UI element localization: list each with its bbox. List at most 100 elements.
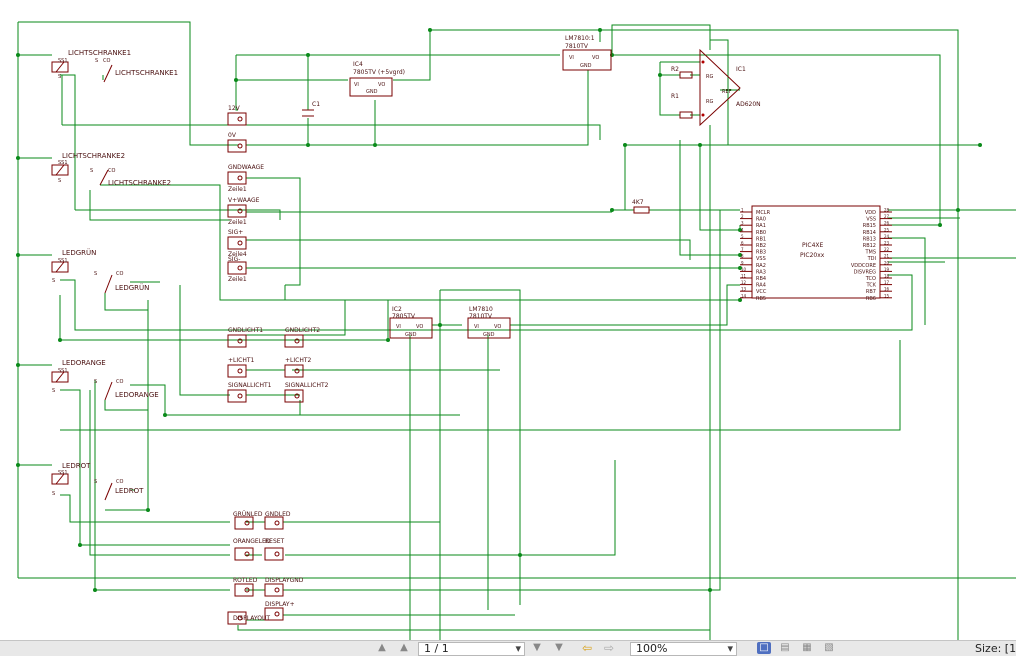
reg-pin-gnd: GND — [405, 332, 417, 338]
resistor-r1[interactable]: R1 — [671, 93, 693, 119]
contact-ledrot-label: LEDROT — [115, 487, 144, 495]
contact-lichtschranke2[interactable]: S CO LICHTSCHRANKE2 — [90, 168, 171, 187]
reg-pin-vo: VO — [592, 55, 599, 61]
pic-left-pins: MCLR1RA02RA13RB04RB15RB26RB37VSS8RA29RA3… — [740, 208, 771, 302]
pic-value: PIC20xx — [800, 252, 825, 259]
connector-signallicht2-label: SIGNALLICHT2 — [285, 382, 329, 389]
pic-pin-number: 13 — [741, 287, 747, 292]
relay-ledrot[interactable]: LEDROT SS1 S — [51, 462, 91, 497]
pic-pin-name: RB12 — [863, 243, 876, 249]
connector-0v-label: 0V — [228, 132, 237, 139]
pic-pin-number: 27 — [884, 214, 890, 219]
page-indicator-field[interactable]: 1 / 1 ▾ — [418, 642, 525, 656]
opamp-rg-label: RG — [706, 74, 713, 80]
pic-pin-number: 22 — [884, 247, 890, 252]
zoom-level: 100% — [636, 642, 668, 655]
contact-pin-label: CO — [103, 58, 110, 64]
microcontroller-pic[interactable]: PIC4XE PIC20xx MCLR1RA02RA13RB04RB15RB26… — [740, 205, 892, 302]
connector-0v[interactable]: 0V — [227, 132, 247, 153]
regulator-lm7810[interactable]: LM7810 7810TV VI VO GND — [467, 306, 511, 339]
connector-signallicht1-label: SIGNALLICHT1 — [228, 382, 272, 389]
connector-gndwaage[interactable]: GNDWAAGE Zeile1 — [227, 164, 264, 193]
connector-12v[interactable]: 12V — [227, 105, 247, 126]
connector-displaygnd-label: DISPLAYGND — [265, 577, 304, 584]
relay-ledgruen[interactable]: LEDGRÜN SS1 S — [51, 248, 96, 284]
reg-pin-vo: VO — [416, 324, 423, 330]
continuous-view-icon[interactable]: ▤ — [780, 642, 790, 653]
capacitor-c1[interactable]: C1 — [302, 101, 320, 117]
connector-gndled[interactable]: GNDLED — [264, 511, 291, 530]
ic1-value: AD620N — [736, 101, 761, 108]
pic-pin-number: 6 — [741, 241, 744, 246]
regulator-lm7810-1[interactable]: LM7810:1 7810TV VI VO GND — [562, 35, 612, 71]
lm7810-1-value: 7810TV — [565, 43, 589, 50]
pic-pin-number: 2 — [741, 214, 744, 219]
facing-continuous-view-icon[interactable]: ▧ — [824, 642, 834, 653]
connector-pluslicht1[interactable]: +LICHT1 — [227, 357, 255, 378]
contact-ledrot[interactable]: S CO LEDROT — [94, 479, 144, 501]
relay-lichtschranke1[interactable]: LICHTSCHRANKE1 SS1 S — [51, 49, 131, 80]
contact-lichtschranke1[interactable]: S CO LICHTSCHRANKE1 — [95, 58, 178, 83]
connector-orangeled[interactable]: ORANGELED — [233, 538, 271, 561]
connector-sigminus[interactable]: SIG- Zeile1 — [227, 256, 247, 283]
last-page-icon[interactable]: ▼ — [555, 642, 563, 653]
connector-gndwaage-label: GNDWAAGE — [228, 164, 264, 171]
connector-vwaage[interactable]: V+WAAGE Zeile1 — [227, 197, 260, 226]
connector-gndlicht1[interactable]: GNDLICHT1 — [227, 327, 263, 348]
regulator-ic2[interactable]: IC2 7805TV VI VO GND — [389, 306, 433, 339]
prev-page-icon[interactable]: ▲ — [400, 642, 408, 653]
connector-pluslicht2[interactable]: +LICHT2 — [284, 357, 312, 378]
facing-view-icon[interactable]: ▦ — [802, 642, 812, 653]
connector-gruenled[interactable]: GRÜNLED — [233, 511, 263, 530]
ledrot-label: LEDROT — [62, 462, 91, 470]
pic-pin-name: RB0 — [756, 230, 766, 236]
connector-rotled[interactable]: ROTLED — [233, 577, 258, 597]
pic-pin-name: RB15 — [863, 223, 876, 229]
pic-pin-name: TDI — [867, 256, 876, 262]
first-page-icon[interactable]: ▲ — [378, 642, 386, 653]
pic-pin-number: 8 — [741, 254, 744, 259]
pic-pin-name: RB7 — [866, 289, 876, 295]
pic-pin-number: 18 — [884, 274, 890, 279]
zoom-field[interactable]: 100% ▾ — [630, 642, 737, 656]
resistor-r2[interactable]: R2 — [671, 66, 693, 79]
back-arrow-icon[interactable]: ⇦ — [581, 641, 593, 655]
ic2-value: 7805TV — [392, 313, 416, 320]
pic-pin-number: 5 — [741, 234, 744, 239]
connector-signallicht1[interactable]: SIGNALLICHT1 — [227, 382, 272, 403]
next-page-icon[interactable]: ▼ — [533, 642, 541, 653]
forward-arrow-icon[interactable]: ⇨ — [603, 641, 615, 655]
pic-pin-number: 11 — [741, 274, 747, 279]
pic-pin-name: VSS — [756, 256, 766, 262]
contact-lichtschranke2-label: LICHTSCHRANKE2 — [108, 179, 171, 187]
r4k7-value: 4K7 — [632, 199, 644, 206]
relay-pin-label: S — [52, 388, 55, 394]
contact-ledgruen[interactable]: S CO LEDGRÜN — [94, 271, 149, 294]
contact-lichtschranke1-label: LICHTSCHRANKE1 — [115, 69, 178, 77]
pic-pin-name: VDDCORE — [851, 263, 876, 269]
connector-displayout[interactable]: DISPLAYOUT — [227, 611, 270, 625]
connector-reset[interactable]: RESET — [264, 538, 285, 561]
pic-pin-name: RB4 — [756, 276, 766, 282]
reg-pin-gnd: GND — [483, 332, 495, 338]
relay-ledorange[interactable]: LEDORANGE SS1 S — [51, 359, 106, 394]
connector-displayplus[interactable]: DISPLAY+ — [264, 601, 295, 621]
regulator-ic4[interactable]: IC4 7805TV (+5vgrd) VI VO GND — [349, 61, 405, 97]
pic-pin-number: 9 — [741, 260, 744, 265]
contact-ledorange[interactable]: S CO LEDORANGE — [94, 379, 159, 401]
connector-zeile1-label: Zeile1 — [228, 219, 247, 226]
page-indicator: 1 / 1 — [424, 642, 449, 655]
connector-gndlicht2[interactable]: GNDLICHT2 — [284, 327, 320, 348]
connector-signallicht2[interactable]: SIGNALLICHT2 — [284, 382, 329, 403]
lm7810-name: LM7810 — [469, 306, 493, 313]
single-page-view-icon[interactable]: □ — [757, 642, 771, 654]
relay-lichtschranke2[interactable]: LICHTSCHRANKE2 SS1 S — [51, 152, 125, 184]
lm7810-value: 7810TV — [469, 313, 493, 320]
connector-sigplus[interactable]: SIG+ Zeile4 — [227, 229, 247, 258]
connector-displaygnd[interactable]: DISPLAYGND — [264, 577, 304, 597]
pic-pin-number: 28 — [884, 208, 890, 213]
relay-pin-label: SS1 — [58, 160, 68, 166]
size-label: Size: [1 — [975, 642, 1016, 655]
amplifier-ic1[interactable]: IC1 AD620N RG RG REF — [699, 48, 761, 127]
resistor-4k7[interactable]: 4K7 — [632, 199, 650, 214]
